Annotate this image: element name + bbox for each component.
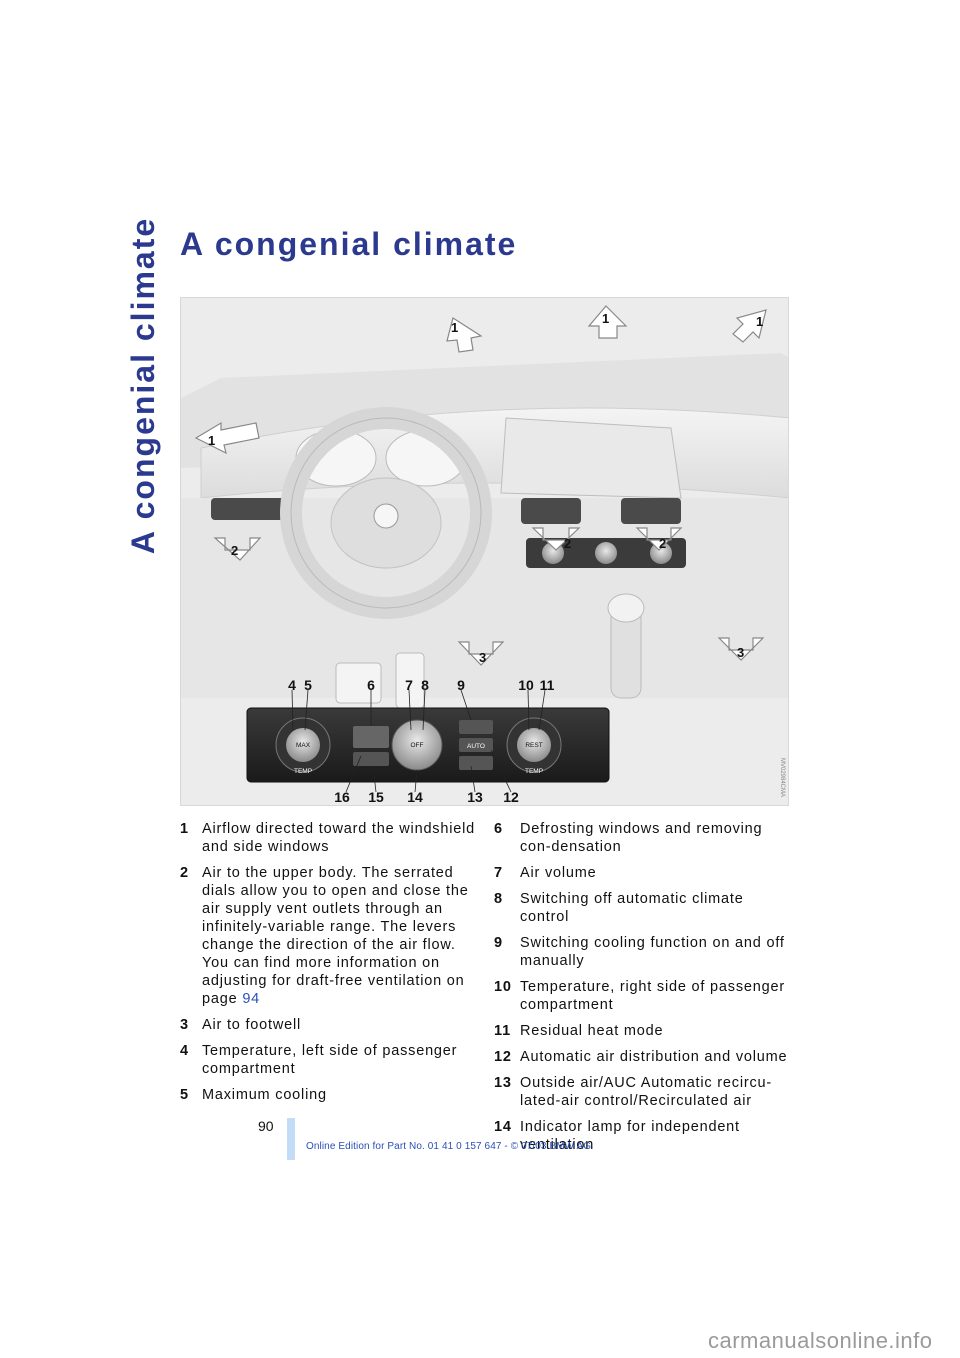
legend-item-number: 14: [494, 1119, 512, 1135]
arrow-label-1b: 1: [602, 311, 609, 326]
callout-12: 12: [503, 789, 519, 805]
callout-15: 15: [368, 789, 384, 805]
legend-item-text: Indicator lamp for independent ventilati…: [520, 1119, 740, 1153]
legend-item-number: 13: [494, 1075, 512, 1091]
panel-rest-label: REST: [525, 742, 542, 749]
arrow-label-2c: 2: [659, 536, 666, 551]
legend-item: 3 Air to footwell: [180, 1016, 480, 1034]
callout-5: 5: [304, 677, 312, 693]
legend-item-text: Airflow directed toward the windshield a…: [202, 821, 475, 855]
legend-item-number: 3: [180, 1017, 189, 1033]
legend-item: 11 Residual heat mode: [494, 1022, 794, 1040]
legend-left-column: 1 Airflow directed toward the windshield…: [180, 820, 480, 1112]
climate-controls-illustration: 1 1 1 1 2 2 2 3 3 MAX TEMP OFF AUTO REST…: [180, 297, 789, 806]
legend-item-number: 11: [494, 1023, 511, 1039]
arrow-label-2b: 2: [564, 536, 571, 551]
page-number-bar: [287, 1118, 295, 1160]
callout-14: 14: [407, 789, 423, 805]
arrow-label-3b: 3: [737, 645, 744, 660]
legend-item-number: 5: [180, 1087, 189, 1103]
legend-item: 10 Temperature, right side of passenger …: [494, 978, 794, 1014]
panel-max-label: MAX: [296, 742, 311, 749]
callout-9: 9: [457, 677, 465, 693]
legend-item-number: 1: [180, 821, 189, 837]
legend-item-text: Residual heat mode: [520, 1023, 664, 1039]
arrow-label-1a: 1: [451, 320, 458, 335]
footer-edition-note: Online Edition for Part No. 01 41 0 157 …: [306, 1141, 592, 1152]
legend-item-text: Air to the upper body. The serrated dial…: [202, 865, 469, 1007]
arrow-label-3a: 3: [479, 650, 486, 665]
legend-item: 12 Automatic air distribution and volume: [494, 1048, 794, 1066]
legend-item: 8 Switching off automatic climate contro…: [494, 890, 794, 926]
arrow-label-2a: 2: [231, 543, 238, 558]
legend-item: 7 Air volume: [494, 864, 794, 882]
legend-item-text: Switching cooling function on and off ma…: [520, 935, 785, 969]
legend-item-number: 10: [494, 979, 512, 995]
legend-item-text: Defrosting windows and removing con-dens…: [520, 821, 763, 855]
site-watermark: carmanualsonline.info: [708, 1328, 933, 1353]
page-94-link[interactable]: 94: [242, 991, 261, 1007]
callout-13: 13: [467, 789, 483, 805]
panel-temp-right-label: TEMP: [525, 768, 543, 775]
callout-6: 6: [367, 677, 375, 693]
arrow-label-1d: 1: [208, 433, 215, 448]
legend-item-number: 6: [494, 821, 503, 837]
legend-item: 13 Outside air/AUC Automatic recircu-lat…: [494, 1074, 794, 1110]
callout-8: 8: [421, 677, 429, 693]
figure-code: MV02984CMA: [779, 758, 785, 797]
legend-item-text: Switching off automatic climate control: [520, 891, 744, 925]
panel-auto-label: AUTO: [467, 743, 485, 750]
legend-item: 6 Defrosting windows and removing con-de…: [494, 820, 794, 856]
legend-item: 14 Indicator lamp for independent ventil…: [494, 1118, 794, 1154]
legend-item-text: Maximum cooling: [202, 1087, 327, 1103]
section-side-title: A congenial climate: [126, 216, 162, 553]
legend-item-number: 8: [494, 891, 503, 907]
arrow-label-1c: 1: [756, 314, 763, 329]
panel-off-label: OFF: [411, 742, 424, 749]
legend-item: 1 Airflow directed toward the windshield…: [180, 820, 480, 856]
callout-16: 16: [334, 789, 350, 805]
legend-item: 5 Maximum cooling: [180, 1086, 480, 1104]
page-number: 90: [258, 1118, 274, 1134]
legend-item-text: Automatic air distribution and volume: [520, 1049, 788, 1065]
legend-item-text: Temperature, right side of passenger com…: [520, 979, 785, 1013]
legend-item: 9 Switching cooling function on and off …: [494, 934, 794, 970]
callout-7: 7: [405, 677, 413, 693]
legend-item-number: 4: [180, 1043, 189, 1059]
callout-11: 11: [540, 677, 555, 693]
legend-item-text: Outside air/AUC Automatic recircu-lated-…: [520, 1075, 773, 1109]
page-title: A congenial climate: [180, 226, 518, 262]
legend-item-number: 12: [494, 1049, 512, 1065]
section-side-title-text: A congenial climate: [125, 216, 162, 554]
legend-item-number: 9: [494, 935, 503, 951]
legend-item-text: Temperature, left side of passenger comp…: [202, 1043, 458, 1077]
callout-10: 10: [518, 677, 534, 693]
legend-item: 2 Air to the upper body. The serrated di…: [180, 864, 480, 1008]
legend-item-number: 2: [180, 865, 189, 881]
legend-item-text-with-link: Air to the upper body. The serrated dial…: [202, 864, 480, 1008]
callout-4: 4: [288, 677, 296, 693]
legend-item-number: 7: [494, 865, 503, 881]
legend-item-text: Air volume: [520, 865, 597, 881]
panel-temp-left-label: TEMP: [294, 768, 312, 775]
legend-item-text: Air to footwell: [202, 1017, 302, 1033]
legend-right-column: 6 Defrosting windows and removing con-de…: [494, 820, 794, 1162]
legend-item: 4 Temperature, left side of passenger co…: [180, 1042, 480, 1078]
